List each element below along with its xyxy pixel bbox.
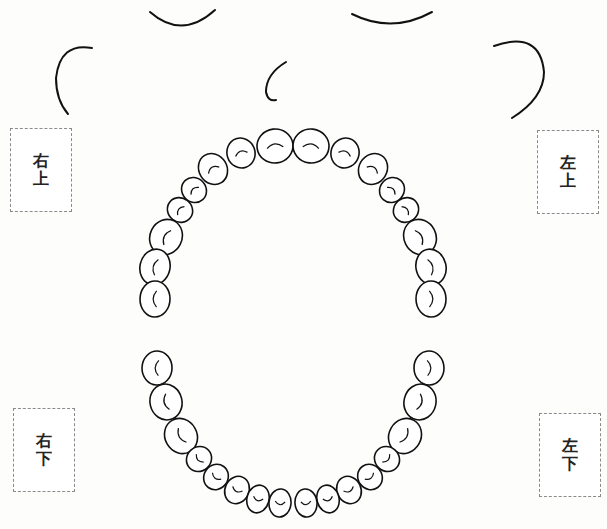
- tooth-groove: [155, 360, 159, 375]
- tooth-groove: [267, 143, 284, 149]
- tooth-groove: [175, 428, 186, 444]
- tooth-groove: [194, 454, 204, 464]
- tooth-outline: [255, 127, 295, 165]
- tooth-groove: [343, 486, 354, 494]
- quadrant-label: 右下: [36, 432, 52, 467]
- tooth-groove: [367, 164, 380, 174]
- nose-curve: [266, 62, 286, 100]
- tooth-groove: [428, 259, 435, 276]
- tooth-crown: [142, 351, 173, 386]
- tooth-groove: [417, 394, 424, 411]
- tooth-outline: [142, 351, 173, 386]
- tooth-groove: [161, 229, 171, 245]
- tooth-groove: [275, 501, 285, 505]
- tooth-groove: [387, 185, 397, 194]
- tooth-crown: [223, 134, 259, 172]
- tooth-crown: [314, 483, 343, 516]
- tooth-groove: [323, 496, 333, 502]
- tooth-crown: [244, 483, 273, 516]
- tooth-outline: [314, 483, 343, 516]
- tooth-outline: [140, 281, 170, 317]
- quadrant-label-box: 左下: [539, 413, 601, 497]
- tooth-groove: [429, 291, 433, 307]
- tooth-outline: [400, 381, 439, 423]
- tooth-outline: [294, 488, 319, 518]
- tooth-groove: [339, 149, 352, 156]
- tooth-crown: [140, 281, 170, 317]
- quadrant-label-box: 右上: [10, 128, 72, 212]
- tooth-groove: [301, 501, 311, 505]
- tooth-outline: [223, 134, 259, 172]
- tooth-crown: [294, 488, 319, 518]
- tooth-crown: [255, 127, 295, 165]
- tooth-groove: [253, 496, 263, 502]
- quadrant-label-box: 左上: [537, 130, 599, 214]
- tooth-groove: [153, 291, 157, 307]
- tooth-groove: [382, 454, 392, 464]
- tooth-crown: [291, 127, 331, 165]
- upper-lip-curve: [352, 12, 432, 24]
- tooth-outline: [146, 381, 185, 423]
- quadrant-label: 右上: [33, 152, 49, 187]
- tooth-groove: [207, 164, 220, 174]
- tooth-groove: [402, 205, 411, 215]
- cheek-curve: [494, 42, 544, 118]
- tooth-groove: [175, 205, 184, 215]
- tooth-crown: [327, 134, 363, 172]
- quadrant-label: 左上: [560, 154, 576, 189]
- tooth-groove: [400, 428, 411, 444]
- upper-lip-curve: [150, 10, 215, 26]
- tooth-outline: [268, 488, 293, 518]
- tooth-groove: [189, 185, 199, 194]
- tooth-outline: [244, 483, 273, 516]
- tooth-groove: [234, 149, 247, 156]
- quadrant-label: 左下: [562, 437, 578, 472]
- tooth-groove: [231, 486, 242, 494]
- tooth-groove: [303, 143, 320, 149]
- tooth-groove: [365, 473, 375, 482]
- tooth-crown: [146, 381, 185, 423]
- tooth-groove: [427, 360, 431, 375]
- tooth-groove: [162, 394, 169, 411]
- tooth-crown: [268, 488, 293, 518]
- tooth-groove: [211, 473, 221, 482]
- tooth-outline: [416, 281, 446, 317]
- tooth-crown: [416, 281, 446, 317]
- tooth-groove: [415, 229, 425, 245]
- tooth-outline: [414, 351, 445, 386]
- cheek-curve: [56, 47, 92, 114]
- tooth-crown: [400, 381, 439, 423]
- quadrant-label-box: 右下: [13, 408, 75, 492]
- tooth-outline: [327, 134, 363, 172]
- tooth-groove: [151, 259, 158, 276]
- tooth-outline: [291, 127, 331, 165]
- tooth-crown: [414, 351, 445, 386]
